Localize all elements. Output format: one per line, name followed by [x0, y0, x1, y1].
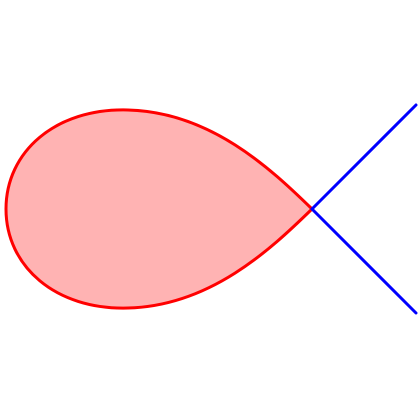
teardrop-loop [4, 108, 314, 310]
lower-right-branch [310, 207, 418, 315]
upper-right-branch [310, 103, 418, 211]
